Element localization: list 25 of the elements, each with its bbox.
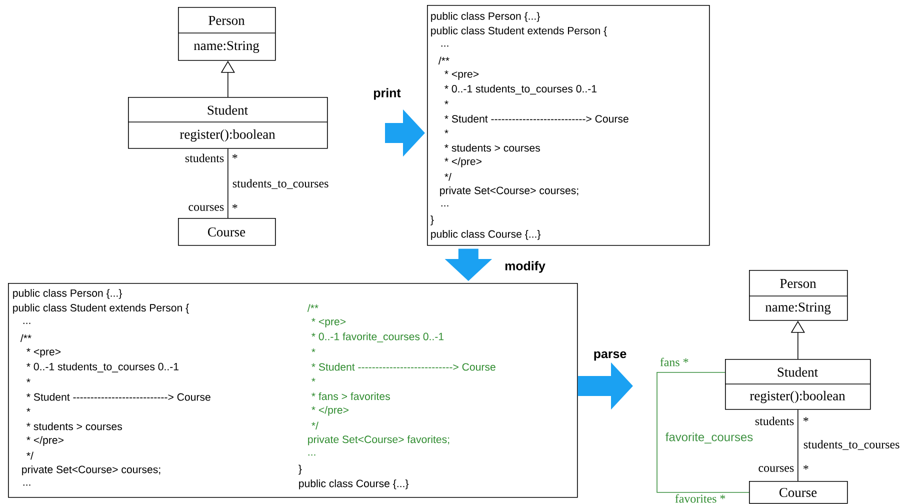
- class-box: Person name:String: [178, 7, 276, 61]
- class-box: Student register():boolean: [724, 359, 871, 410]
- edge-label: print: [372, 87, 402, 101]
- class-box: Course: [749, 481, 848, 504]
- code-box: public class Person {...} public class Student extends Person { ... /** * <pre> * 0..-1 students_to_courses 0..-1 * * Student ---------------------------> Course * * students > courses * </pre> */ private Set<Course> courses; ... } public class Course {...}: [427, 5, 710, 246]
- role-name: courses: [188, 205, 224, 211]
- role-name: students: [185, 154, 224, 162]
- class-box: Person name:String: [748, 270, 848, 321]
- role-name: favorites *: [675, 494, 726, 503]
- role-name: courses: [758, 466, 794, 472]
- edge-label: parse: [592, 350, 628, 362]
- role-name: students: [755, 416, 794, 426]
- multiplicity: *: [232, 154, 238, 158]
- edge-label: modify: [504, 260, 546, 274]
- role-name: fans *: [660, 358, 688, 366]
- multiplicity: *: [803, 417, 808, 422]
- multiplicity: *: [803, 465, 808, 470]
- edge-label: favorite_courses: [664, 431, 754, 444]
- class-box: Course: [178, 218, 276, 246]
- multiplicity: *: [232, 204, 238, 208]
- code-box: public class Person {...} public class Student extends Person { ... /** * <pre> * 0..-1 students_to_courses 0..-1 * * Student ---------------------------> Course * * students > courses * </pre> */ private Set<Course> courses; ... /** * <pre> * 0..-1 favorite_courses 0..-1 * * Student ---------------------------> Course * * fans > favorites * </pre> */ private Set<Course> favorites; ... } public class Course {...}: [8, 283, 578, 498]
- association-line: [656, 372, 750, 493]
- edge-label: students_to_courses: [231, 178, 330, 190]
- class-box: Student register():boolean: [128, 97, 328, 149]
- edge-label: students_to_courses: [802, 439, 901, 451]
